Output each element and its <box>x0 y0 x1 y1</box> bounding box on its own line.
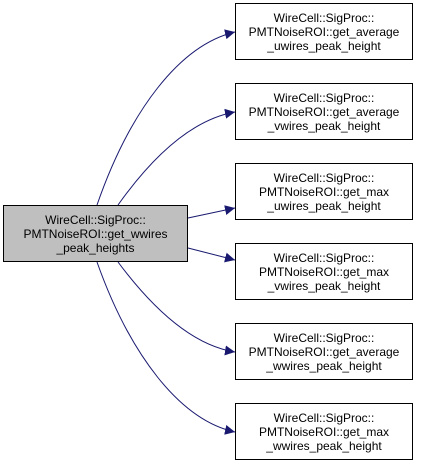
node-label-line: PMTNoiseROI::get_max <box>258 184 390 199</box>
node-label-line: _uwires_peak_height <box>267 38 381 53</box>
node-label-line: PMTNoiseROI::get_average <box>248 24 400 39</box>
node-label-line: PMTNoiseROI::get_average <box>248 104 400 119</box>
node-label-line: PMTNoiseROI::get_wwires <box>23 226 168 241</box>
edge-to-get-average-vwires-peak-height <box>117 108 236 206</box>
node-label-line: _vwires_peak_height <box>267 278 381 293</box>
node-label-line: WireCell::SigProc:: <box>273 170 375 185</box>
node-label-line: WireCell::SigProc:: <box>273 330 375 345</box>
callee-node-get-average-vwires-peak-height[interactable]: WireCell::SigProc:: PMTNoiseROI::get_ave… <box>235 83 413 140</box>
node-label-line: WireCell::SigProc:: <box>273 10 375 25</box>
node-label-line: _wwires_peak_height <box>266 438 382 453</box>
node-label-line: _vwires_peak_height <box>267 118 381 133</box>
node-label-line: PMTNoiseROI::get_max <box>258 424 390 439</box>
node-label-line: PMTNoiseROI::get_max <box>258 264 390 279</box>
source-node-get-wwires-peak-heights[interactable]: WireCell::SigProc:: PMTNoiseROI::get_wwi… <box>3 205 188 262</box>
edge-to-get-average-uwires-peak-height <box>96 29 236 206</box>
edge-to-get-max-vwires-peak-height <box>187 247 236 263</box>
callee-node-get-max-wwires-peak-height[interactable]: WireCell::SigProc:: PMTNoiseROI::get_max… <box>235 403 413 460</box>
edge-to-get-average-wwires-peak-height <box>117 261 236 356</box>
callee-node-get-average-wwires-peak-height[interactable]: WireCell::SigProc:: PMTNoiseROI::get_ave… <box>235 323 413 380</box>
callee-node-get-average-uwires-peak-height[interactable]: WireCell::SigProc:: PMTNoiseROI::get_ave… <box>235 3 413 60</box>
node-label-line: WireCell::SigProc:: <box>273 90 375 105</box>
node-label-line: WireCell::SigProc:: <box>273 410 375 425</box>
callee-node-get-max-vwires-peak-height[interactable]: WireCell::SigProc:: PMTNoiseROI::get_max… <box>235 243 413 300</box>
node-label-line: WireCell::SigProc:: <box>273 250 375 265</box>
edge-to-get-max-uwires-peak-height <box>187 205 236 219</box>
edge-to-get-max-wwires-peak-height <box>96 261 236 435</box>
node-label-line: PMTNoiseROI::get_average <box>248 344 400 359</box>
callee-node-get-max-uwires-peak-height[interactable]: WireCell::SigProc:: PMTNoiseROI::get_max… <box>235 163 413 220</box>
node-label-line: _peak_heights <box>56 240 135 255</box>
node-label-line: WireCell::SigProc:: <box>45 212 146 227</box>
node-label-line: _wwires_peak_height <box>266 358 382 373</box>
node-label-line: _uwires_peak_height <box>267 198 381 213</box>
